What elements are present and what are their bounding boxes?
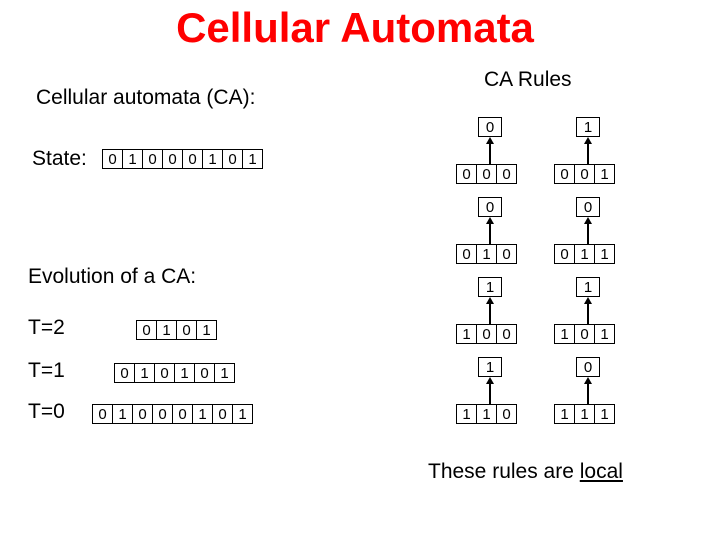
arrow-up-icon bbox=[486, 217, 494, 224]
cell: 0 bbox=[152, 404, 173, 424]
cell: 1 bbox=[214, 363, 235, 383]
cell: 0 bbox=[222, 149, 243, 169]
cell: 0 bbox=[102, 149, 123, 169]
rule-arrow bbox=[587, 384, 589, 404]
cell: 1 bbox=[202, 149, 223, 169]
time-step-label: T=0 bbox=[28, 400, 65, 423]
cell: 0 bbox=[92, 404, 113, 424]
cell: 0 bbox=[212, 404, 233, 424]
cell: 1 bbox=[456, 324, 477, 344]
arrow-up-icon bbox=[584, 377, 592, 384]
cell: 1 bbox=[476, 244, 497, 264]
cell: 0 bbox=[476, 164, 497, 184]
local-rules-note: These rules are local bbox=[428, 460, 623, 484]
cell: 0 bbox=[154, 363, 175, 383]
cell: 0 bbox=[194, 363, 215, 383]
cell: 0 bbox=[554, 164, 575, 184]
cell: 0 bbox=[476, 324, 497, 344]
rule-output-cell: 0 bbox=[576, 197, 600, 217]
cell: 1 bbox=[196, 320, 217, 340]
time-step-label: T=1 bbox=[28, 359, 65, 382]
arrow-up-icon bbox=[486, 297, 494, 304]
arrow-up-icon bbox=[486, 377, 494, 384]
cell: 1 bbox=[232, 404, 253, 424]
rule-output-cell: 0 bbox=[478, 197, 502, 217]
cell: 1 bbox=[574, 244, 595, 264]
cell: 1 bbox=[192, 404, 213, 424]
rule-output-cell: 1 bbox=[478, 277, 502, 297]
rule-arrow bbox=[587, 304, 589, 324]
note-prefix: These rules are bbox=[428, 460, 580, 483]
cell: 1 bbox=[594, 164, 615, 184]
cell: 1 bbox=[174, 363, 195, 383]
cell: 0 bbox=[114, 363, 135, 383]
cell: 0 bbox=[162, 149, 183, 169]
cell: 0 bbox=[496, 404, 517, 424]
rule-arrow bbox=[489, 384, 491, 404]
arrow-up-icon bbox=[486, 137, 494, 144]
cell: 0 bbox=[182, 149, 203, 169]
cell: 1 bbox=[554, 324, 575, 344]
cell: 0 bbox=[136, 320, 157, 340]
rule-output-cell: 0 bbox=[576, 357, 600, 377]
rule-arrow bbox=[587, 144, 589, 164]
cell: 0 bbox=[176, 320, 197, 340]
cell: 1 bbox=[594, 404, 615, 424]
cell: 1 bbox=[242, 149, 263, 169]
evolution-heading: Evolution of a CA: bbox=[28, 265, 197, 288]
cell: 1 bbox=[574, 404, 595, 424]
cell: 1 bbox=[122, 149, 143, 169]
note-emphasis: local bbox=[579, 460, 623, 483]
rule-arrow bbox=[489, 224, 491, 244]
cell: 0 bbox=[132, 404, 153, 424]
cell: 0 bbox=[142, 149, 163, 169]
cell: 0 bbox=[574, 164, 595, 184]
page-title: Cellular Automata bbox=[176, 4, 534, 51]
rule-arrow bbox=[489, 144, 491, 164]
rule-arrow bbox=[489, 304, 491, 324]
cell: 1 bbox=[112, 404, 133, 424]
arrow-up-icon bbox=[584, 137, 592, 144]
arrow-up-icon bbox=[584, 217, 592, 224]
cell: 1 bbox=[456, 404, 477, 424]
cell: 0 bbox=[172, 404, 193, 424]
cell: 0 bbox=[496, 164, 517, 184]
rule-output-cell: 1 bbox=[478, 357, 502, 377]
state-label: State: bbox=[32, 147, 87, 170]
arrow-up-icon bbox=[584, 297, 592, 304]
cell: 1 bbox=[156, 320, 177, 340]
cell: 1 bbox=[134, 363, 155, 383]
rule-output-cell: 1 bbox=[576, 117, 600, 137]
time-step-label: T=2 bbox=[28, 316, 65, 339]
cell: 0 bbox=[496, 324, 517, 344]
cell: 0 bbox=[456, 164, 477, 184]
cell: 1 bbox=[594, 244, 615, 264]
rule-output-cell: 0 bbox=[478, 117, 502, 137]
cell: 1 bbox=[476, 404, 497, 424]
rule-output-cell: 1 bbox=[576, 277, 600, 297]
rule-arrow bbox=[587, 224, 589, 244]
cell: 1 bbox=[554, 404, 575, 424]
rules-heading: CA Rules bbox=[484, 68, 572, 91]
cell: 1 bbox=[594, 324, 615, 344]
cell: 0 bbox=[554, 244, 575, 264]
cell: 0 bbox=[456, 244, 477, 264]
ca-heading: Cellular automata (CA): bbox=[36, 86, 256, 109]
cell: 0 bbox=[496, 244, 517, 264]
cell: 0 bbox=[574, 324, 595, 344]
